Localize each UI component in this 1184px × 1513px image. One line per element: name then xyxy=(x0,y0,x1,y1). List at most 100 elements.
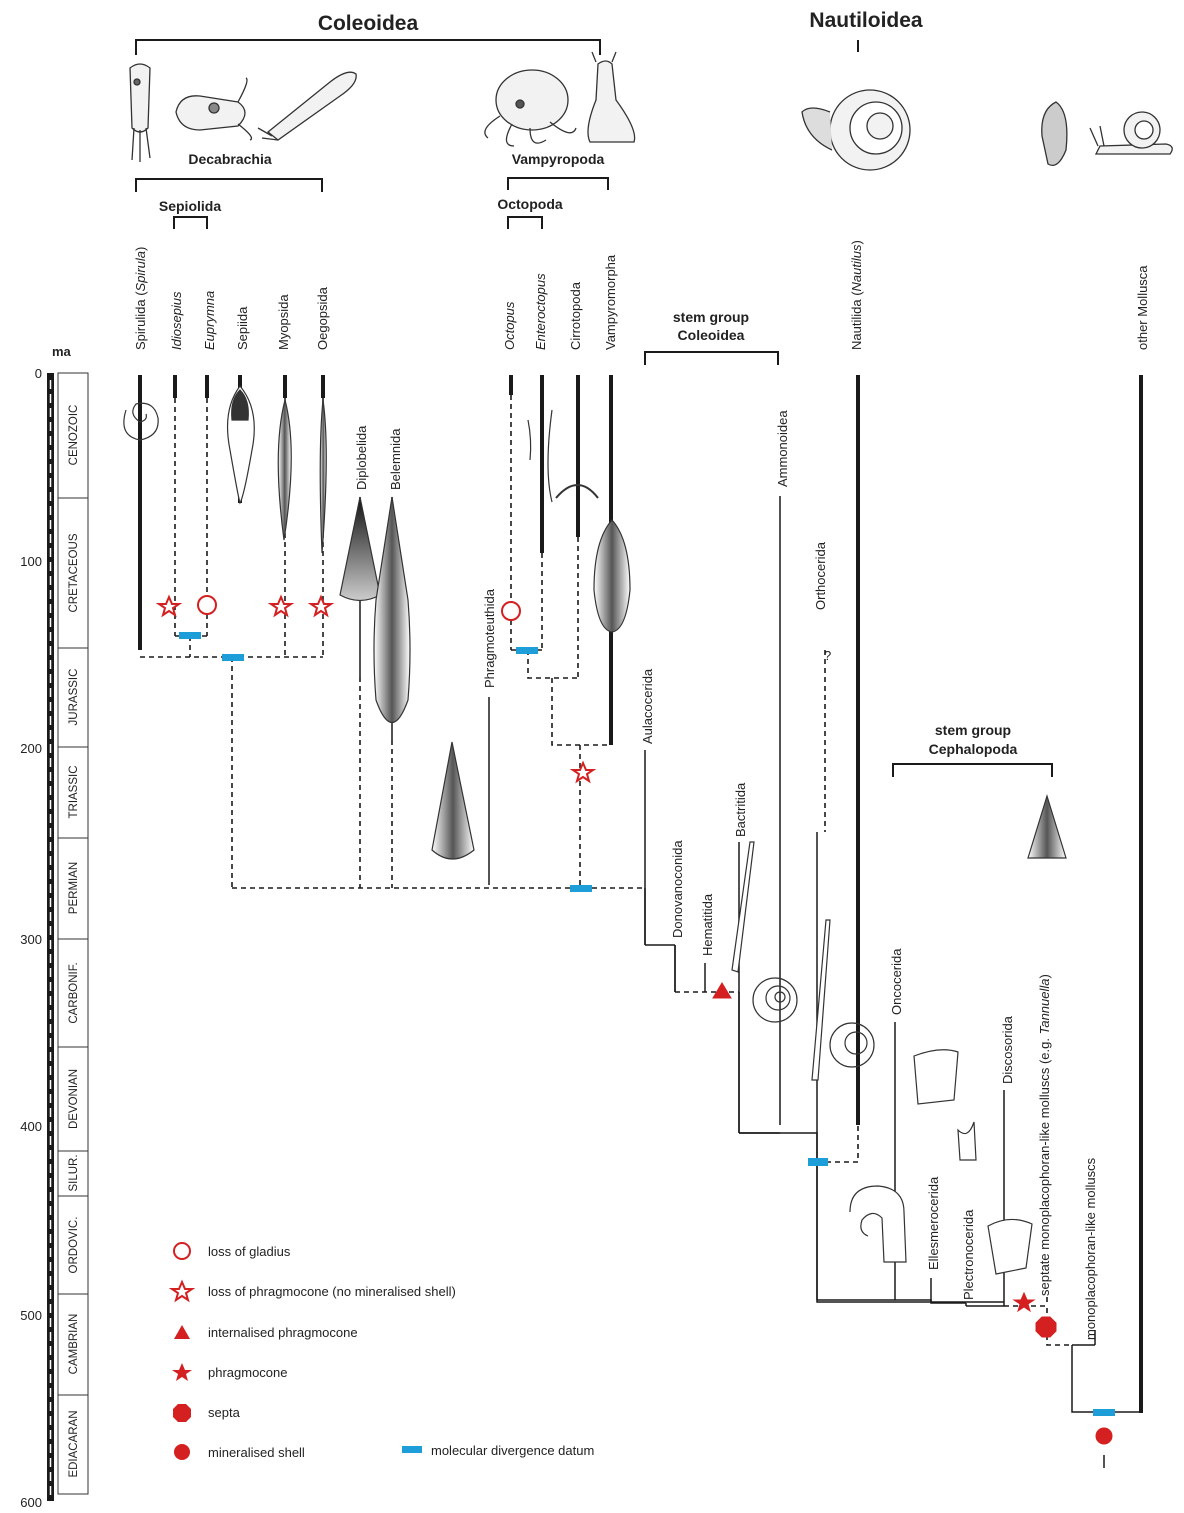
decabrachia-label: Decabrachia xyxy=(188,151,271,167)
axis-ticks: 0 100 200 300 400 500 600 xyxy=(20,366,42,1510)
sepiolida-label: Sepiolida xyxy=(159,198,221,214)
vampyropoda-bracket xyxy=(507,177,609,190)
belemnoid-stems xyxy=(359,677,393,888)
period-label: JURASSIC xyxy=(68,669,80,726)
open-circle-icon xyxy=(197,595,217,615)
legend-label: internalised phragmocone xyxy=(208,1325,358,1340)
vampire-squid-illustration xyxy=(587,51,636,143)
octagon-icon xyxy=(1035,1316,1057,1338)
coleoidea-bracket xyxy=(135,39,601,55)
legend-label: molecular divergence datum xyxy=(431,1443,594,1458)
legend: loss of gladius loss of phragmocone (no … xyxy=(168,1242,594,1460)
spirula-shell-sketch xyxy=(123,402,159,441)
period-label: CAMBRIAN xyxy=(68,1314,80,1375)
period-label: DEVONIAN xyxy=(68,1069,80,1129)
node-root xyxy=(1071,1345,1141,1413)
nautiloid-shell-sketch xyxy=(829,1022,875,1068)
tick-label: 500 xyxy=(20,1308,42,1323)
taxon-label-enteroctopus: Enteroctopus xyxy=(533,273,548,350)
nautilus-illustration xyxy=(801,89,911,171)
open-star-icon xyxy=(307,594,335,618)
taxon-label-idiosepius: Idiosepius xyxy=(169,291,184,350)
period-label: CENOZOIC xyxy=(68,405,80,466)
top-taxon-labels: Spirulida (Spirula) Idiosepius Euprymna … xyxy=(133,240,1150,350)
time-axis: ma 0 100 200 300 400 500 600 CENOZOIC xyxy=(20,344,89,1510)
open-circle-icon xyxy=(501,601,521,621)
taxon-label-octopus: Octopus xyxy=(502,301,517,350)
filled-circle-icon xyxy=(1095,1427,1113,1445)
blue-bar-icon xyxy=(179,632,201,639)
octopus-illustration xyxy=(484,69,577,147)
taxon-label-plectronocerida: Plectronocerida xyxy=(961,1209,976,1300)
divergence-datums xyxy=(179,632,1115,1416)
period-column xyxy=(57,372,89,1495)
open-circle-icon xyxy=(173,1242,191,1260)
spirula-illustration xyxy=(129,63,151,162)
taxon-label-ammonoidea: Ammonoidea xyxy=(775,410,790,487)
triangle-icon xyxy=(712,982,732,999)
blue-bar-icon xyxy=(1093,1409,1115,1416)
phragmoteuthida-sketch xyxy=(431,741,475,860)
taxon-label-oncocerida: Oncocerida xyxy=(889,948,904,1015)
taxon-label-vampyromorpha: Vampyromorpha xyxy=(603,254,618,350)
orthocerida-shell-sketch xyxy=(811,919,831,1081)
triangle-icon xyxy=(174,1325,190,1339)
stem-coleoidea-label-1: stem group xyxy=(673,309,749,325)
open-star-icon xyxy=(168,1279,196,1303)
legend-label: phragmocone xyxy=(208,1365,288,1380)
discosorida-shell-sketch xyxy=(987,1218,1033,1275)
node-vampyropoda xyxy=(551,678,611,746)
squid-illustration xyxy=(257,71,357,141)
oegopsida-gladius-sketch xyxy=(319,399,327,554)
taxon-label-orthocerida: Orthocerida xyxy=(813,541,828,610)
tick-label: 200 xyxy=(20,741,42,756)
blue-bar-icon xyxy=(808,1158,828,1166)
period-label: CARBONIF. xyxy=(68,962,80,1023)
open-star-icon xyxy=(155,594,183,618)
stem-cephalopoda-bracket xyxy=(892,763,1053,777)
period-label: ORDOVIC. xyxy=(68,1217,80,1274)
legend-label: loss of phragmocone (no mineralised shel… xyxy=(208,1284,456,1299)
taxon-label-diplobelida: Diplobelida xyxy=(354,425,369,490)
axis-unit-label: ma xyxy=(52,344,72,359)
thin-lineages xyxy=(359,496,1105,1468)
open-star-icon xyxy=(569,760,597,784)
blue-bar-icon xyxy=(402,1446,422,1453)
sepiolida-bracket xyxy=(173,216,208,229)
taxon-label-monoplacophoran: monoplacophoran-like molluscs xyxy=(1083,1157,1098,1340)
orthocerida-question-mark: ? xyxy=(824,648,831,663)
event-markers xyxy=(155,594,597,784)
taxon-label-ellesmerocerida: Ellesmerocerida xyxy=(926,1176,941,1270)
taxon-label-aulacocerida: Aulacocerida xyxy=(640,668,655,744)
taxon-label-oegopsida: Oegopsida xyxy=(315,286,330,350)
period-label: TRIASSIC xyxy=(68,765,80,818)
tannuella-shell-sketch xyxy=(1027,793,1067,859)
blue-bar-icon xyxy=(222,654,244,661)
clade-labels: Coleoidea Nautiloidea Decabrachia Vampyr… xyxy=(159,9,1018,757)
trunk-connections xyxy=(644,888,1004,1303)
taxon-label-donovanoconida: Donovanoconida xyxy=(670,840,685,938)
stem-cephalopoda-label-1: stem group xyxy=(935,722,1011,738)
taxon-label-other-mollusca: other Mollusca xyxy=(1135,265,1150,350)
decabrachia-bracket xyxy=(135,178,323,192)
tick-label: 600 xyxy=(20,1495,42,1510)
ellesmerocerida-shell-sketch xyxy=(913,1049,959,1105)
stem-coleoidea-bracket xyxy=(644,351,779,365)
sepiolid-illustration xyxy=(175,77,253,141)
bactritida-shell-sketch xyxy=(731,841,755,973)
inner-taxon-labels: Diplobelida Belemnida Phragmoteuthida Am… xyxy=(354,410,1098,1340)
period-label: CRETACEOUS xyxy=(68,533,80,612)
animal-illustrations xyxy=(129,51,1173,171)
tick-label: 300 xyxy=(20,932,42,947)
plectronocerida-shell-sketch xyxy=(957,1121,977,1161)
legend-label: septa xyxy=(208,1405,241,1420)
node-nautilida xyxy=(817,1125,859,1163)
taxon-label-euprymna: Euprymna xyxy=(202,291,217,350)
legend-label: loss of gladius xyxy=(208,1244,291,1259)
ammonoid-shell-sketch xyxy=(752,977,798,1023)
coleoidea-title: Coleoidea xyxy=(318,12,419,35)
taxon-label-phragmoteuthida: Phragmoteuthida xyxy=(482,588,497,688)
gastropod-illustration xyxy=(1041,101,1173,167)
period-label: EDIACARAN xyxy=(68,1410,80,1477)
